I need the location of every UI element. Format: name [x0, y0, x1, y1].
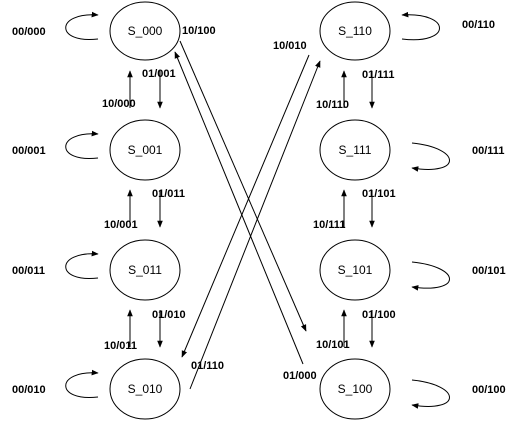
edge-label-s000-s001: 01/001 [142, 68, 176, 80]
state-s100: S_100 [319, 358, 391, 420]
edge-label-s111-s110: 10/110 [316, 99, 349, 111]
edge-s010-s110: 01/110 [189, 60, 321, 390]
state-s011: S_011 [109, 239, 181, 301]
state-s111: S_111 [319, 119, 391, 181]
state-s110: S_110 [319, 1, 391, 61]
edge-label-s111-s101: 01/101 [362, 188, 396, 200]
edge-label-s011-s010: 01/010 [152, 309, 186, 321]
state-s101: S_101 [319, 239, 391, 301]
self-loop-label-s001: 00/001 [12, 145, 46, 157]
edge-label-s110-s010: 10/010 [273, 40, 307, 52]
self-loop-s001: 00/001 [12, 130, 99, 159]
state-label-s000: S_000 [128, 24, 163, 38]
self-loop-s011: 00/011 [12, 250, 99, 279]
edge-s111-s101: 01/101 [362, 188, 396, 228]
edge-label-s100-s101: 10/101 [316, 339, 350, 351]
edge-label-s010-s110: 01/110 [191, 360, 224, 372]
state-label-s011: S_011 [128, 263, 162, 277]
edge-label-s100-s000: 01/000 [283, 370, 317, 382]
self-loop-s101: 00/101 [411, 261, 506, 291]
edge-s000-s100: 10/100 [179, 25, 307, 332]
self-loop-label-s111: 00/111 [472, 145, 504, 157]
edge-s110-s111: 01/111 [362, 69, 394, 109]
edge-label-s110-s111: 01/111 [362, 69, 394, 81]
edge-s000-s001: 01/001 [142, 68, 176, 109]
self-loop-label-s110: 00/110 [462, 19, 495, 31]
edge-s011-s010: 01/010 [152, 309, 186, 348]
state-s000: S_000 [109, 1, 181, 61]
state-label-s010: S_010 [128, 382, 163, 396]
edge-s011-s001: 10/001 [104, 189, 138, 231]
self-loop-s111: 00/111 [411, 142, 504, 172]
state-s001: S_001 [109, 119, 181, 181]
self-loop-s000: 00/000 [12, 11, 99, 40]
state-label-s101: S_101 [338, 263, 373, 277]
edge-s111-s110: 10/110 [316, 70, 349, 111]
state-s010: S_010 [109, 358, 181, 420]
edge-s101-s100: 01/100 [362, 309, 396, 348]
edge-s110-s010: 10/010 [181, 40, 310, 358]
edge-label-s001-s000: 10/000 [102, 98, 136, 110]
edge-s001-s000: 10/000 [102, 70, 136, 110]
state-label-s111: S_111 [339, 143, 372, 157]
edge-label-s101-s100: 01/100 [362, 309, 396, 321]
edge-label-s001-s011: 01/011 [152, 188, 185, 200]
edge-s001-s011: 01/011 [152, 188, 185, 228]
state-label-s100: S_100 [338, 382, 373, 396]
state-label-s001: S_001 [128, 143, 163, 157]
edge-s010-s011: 10/011 [104, 309, 137, 352]
self-loop-label-s010: 00/010 [12, 384, 46, 396]
self-loop-label-s000: 00/000 [12, 26, 46, 38]
edge-s100-s000: 01/000 [174, 51, 317, 382]
self-loop-s010: 00/010 [12, 369, 99, 398]
self-loop-s110: 00/110 [401, 11, 495, 41]
edge-s101-s111: 10/111 [313, 189, 347, 231]
self-loop-s100: 00/100 [411, 379, 506, 409]
self-loop-label-s100: 00/100 [472, 384, 506, 396]
edge-label-s011-s001: 10/001 [104, 219, 138, 231]
edge-label-s101-s111: 10/111 [313, 219, 345, 231]
edge-label-s000-s100: 10/100 [182, 25, 216, 37]
edge-s100-s101: 10/101 [316, 309, 350, 351]
state-label-s110: S_110 [338, 24, 372, 38]
self-loop-label-s011: 00/011 [12, 265, 45, 277]
edge-label-s010-s011: 10/011 [104, 340, 137, 352]
self-loop-label-s101: 00/101 [472, 265, 506, 277]
